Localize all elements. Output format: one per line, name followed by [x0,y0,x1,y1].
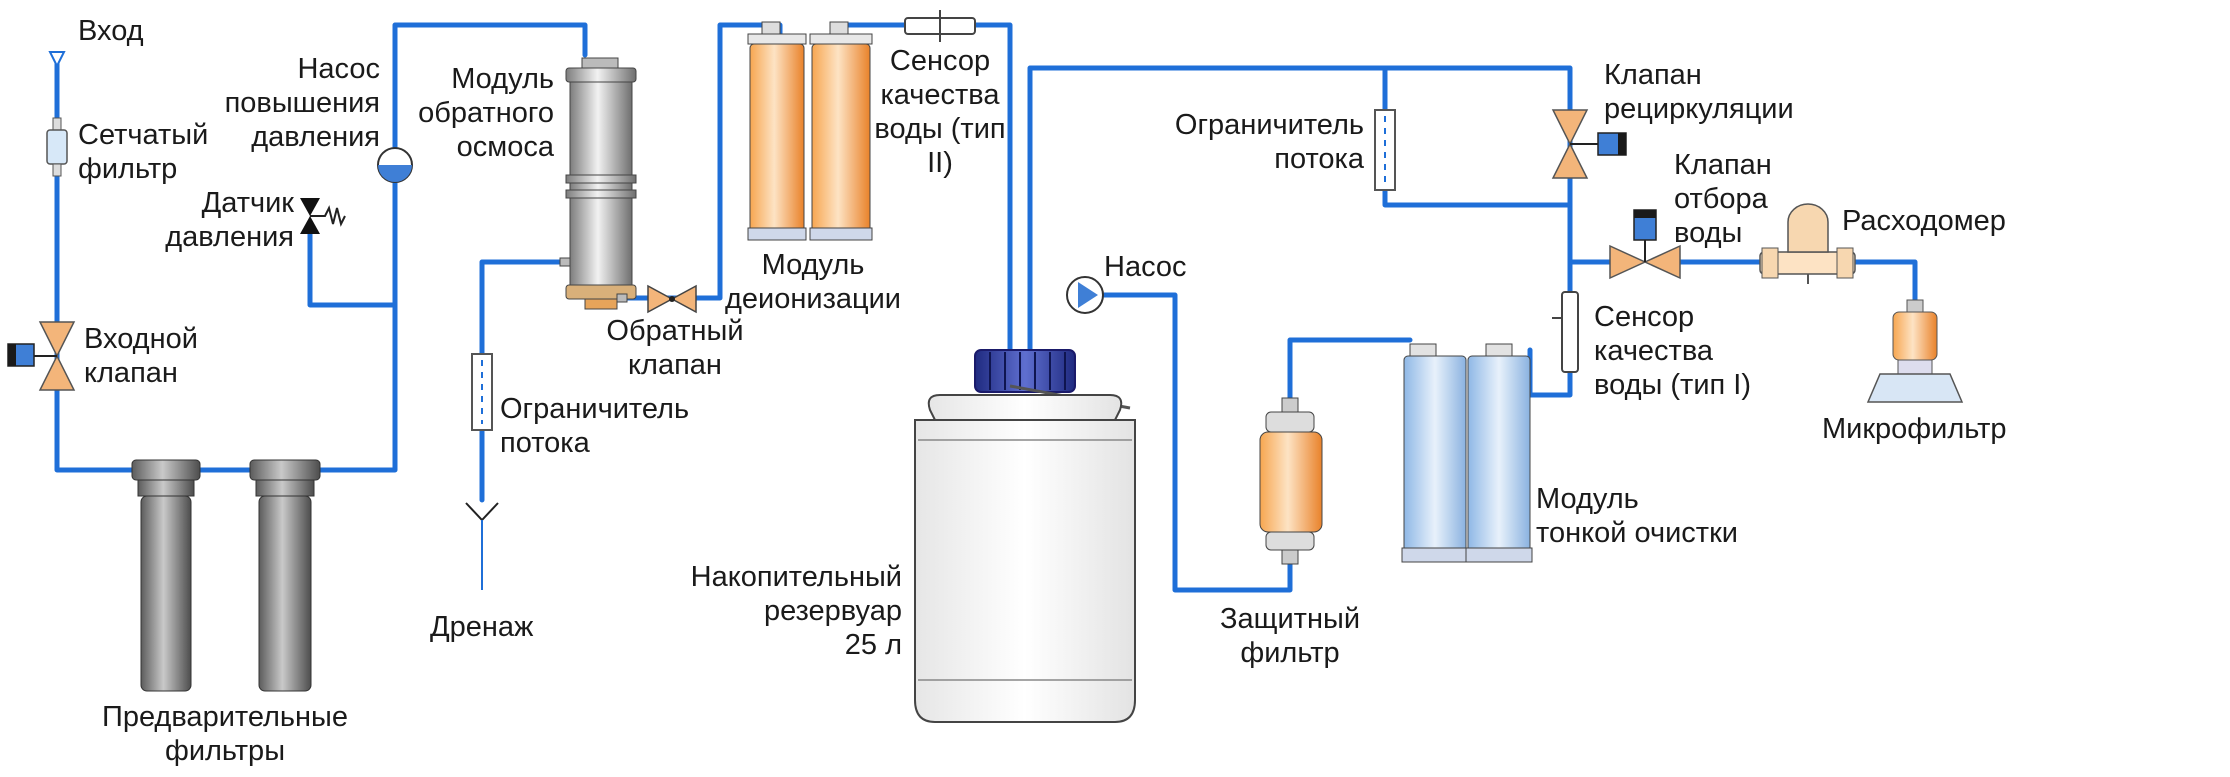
inlet-label: Вход [78,15,144,47]
mesh-filter [46,117,68,177]
pressure-sensor-label: Датчик давления [165,187,294,253]
flow-restrictor-drain-label: Ограничитель потока [500,393,690,459]
guard-filter-label: Защитный фильтр [1219,603,1361,669]
flow-restrictor-recirc-label: Ограничитель потока [1174,109,1364,175]
mesh-filter-label: Сетчатый фильтр [78,119,209,185]
inlet-valve-label: Входной клапан [84,323,198,389]
booster-pump-icon [377,147,413,183]
flowmeter-icon [1759,203,1856,284]
storage-tank [914,349,1136,723]
ro-module [559,57,637,310]
prefilters-label: Предварительные фильтры [101,701,349,767]
check-valve-icon [647,284,697,314]
prefilter-1 [131,459,201,692]
sensor-type2-icon [904,10,976,42]
guard-filter [1259,397,1323,565]
pressure-sensor-icon [300,198,346,234]
inlet-arrow-icon [48,51,66,69]
pump-icon [1066,276,1104,314]
recirc-valve-label: Клапан рециркуляции [1604,59,1794,125]
deion-cartridge-1 [747,21,807,241]
booster-pump-label: Насос повышения давления [224,53,380,153]
deion-module [747,21,873,241]
prefilters [131,459,321,692]
flow-restrictor-recirc [1374,109,1396,191]
ro-module-label: Модуль обратного осмоса [418,63,554,163]
tank-label: Накопительный резервуар 25 л [690,561,902,661]
polishing-cartridge-2 [1465,343,1533,563]
dispense-valve-label: Клапан отбора воды [1674,149,1772,249]
microfilter-label: Микрофильтр [1822,413,2007,445]
sensor-type1-icon [1552,291,1579,373]
polishing-module-label: Модуль тонкой очистки [1536,483,1738,549]
sensor-type2-label: Сенсор качества воды (тип II) [874,45,1006,179]
deion-module-label: Модуль деионизации [724,249,902,315]
polishing-cartridge-1 [1401,343,1469,563]
polishing-module [1401,343,1533,563]
drain-icon [465,502,499,590]
dispense-valve-icon [1609,209,1681,280]
microfilter-icon [1866,299,1964,403]
drain-label: Дренаж [430,611,534,643]
recirc-valve-icon [1551,109,1627,179]
flow-restrictor-drain [471,353,493,431]
inlet-valve-icon [7,321,76,391]
deion-cartridge-2 [809,21,873,241]
check-valve-label: Обратный клапан [606,315,744,381]
sensor-type1-label: Сенсор качества воды (тип I) [1594,301,1752,401]
prefilter-2 [249,459,321,692]
flowmeter-label: Расходомер [1842,205,2006,237]
pump-label: Насос [1104,251,1187,283]
